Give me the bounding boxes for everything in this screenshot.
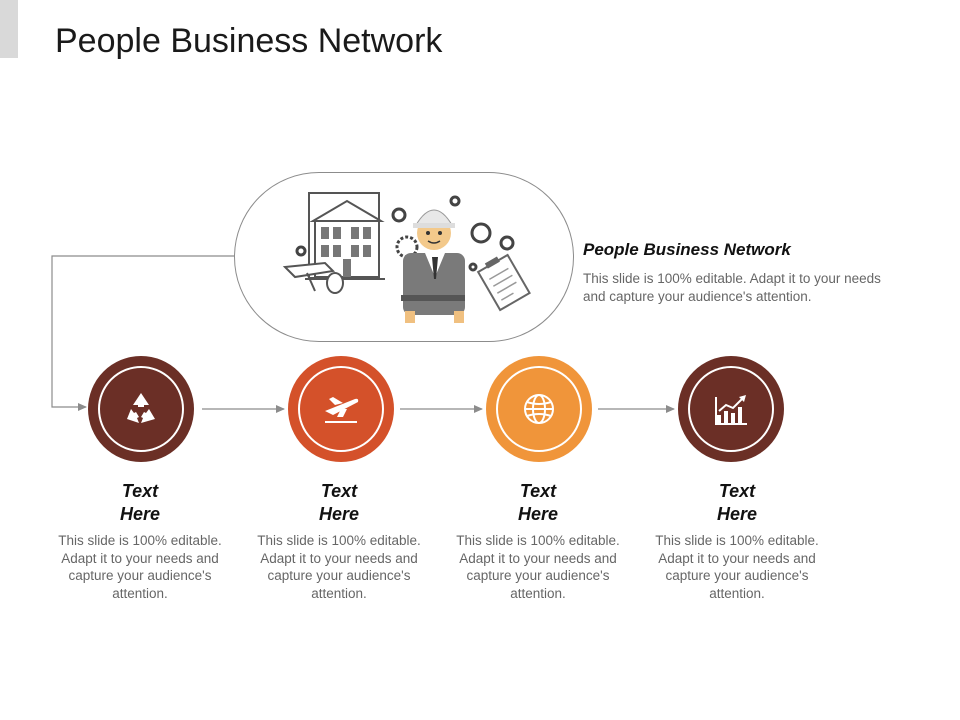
step-2-circle [288, 356, 394, 462]
step-4-description: This slide is 100% editable. Adapt it to… [655, 533, 819, 601]
recycle-icon [127, 393, 155, 423]
engineer-figure [401, 209, 465, 323]
building-icon [305, 192, 385, 280]
step-2-ring [298, 366, 384, 452]
step-1-circle [88, 356, 194, 462]
step-3-circle [486, 356, 592, 462]
hero-heading: People Business Network [583, 240, 791, 259]
clipboard-icon [476, 253, 531, 312]
step-1-description: This slide is 100% editable. Adapt it to… [58, 533, 222, 601]
slide-title: People Business Network [55, 22, 443, 60]
airplane-icon [325, 397, 359, 423]
step-3-description: This slide is 100% editable. Adapt it to… [456, 533, 620, 601]
globe-icon [524, 394, 554, 424]
step-1-ring [98, 366, 184, 452]
step-4-ring [688, 366, 774, 452]
step-3-ring [496, 366, 582, 452]
engineer-illustration [282, 192, 531, 323]
hero-illustration-frame [234, 172, 574, 342]
hero-to-step-connector [51, 255, 234, 411]
growth-chart-icon [715, 395, 747, 425]
corner-accent [0, 0, 18, 58]
hero-description: This slide is 100% editable. Adapt it to… [583, 271, 881, 304]
tools-icon [282, 261, 344, 294]
step-2-description: This slide is 100% editable. Adapt it to… [257, 533, 421, 601]
step-4-circle [678, 356, 784, 462]
